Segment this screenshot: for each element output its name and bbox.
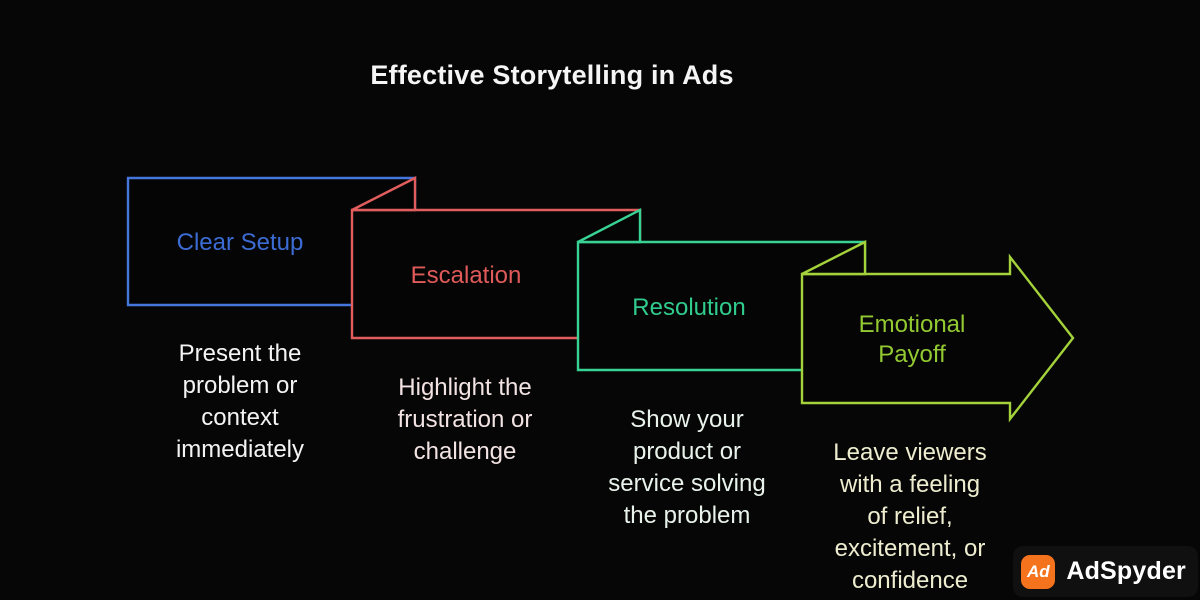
adspyder-badge-icon: Ad: [1021, 554, 1056, 589]
stage-description-resolution: Show your product or service solving the…: [608, 406, 766, 529]
stage-label-resolution: Resolution: [632, 294, 746, 321]
stage-fold-emotional-payoff: [801, 240, 867, 276]
stage-label-emotional-payoff: Emotional Payoff: [858, 311, 966, 368]
stage-fold-escalation: [351, 176, 417, 212]
stage-shape-emotional-payoff-arrow: [800, 253, 1075, 423]
stage-label-escalation: Escalation: [410, 262, 522, 289]
page-title: Effective Storytelling in Ads: [370, 60, 734, 91]
stage-label-clear-setup: Clear Setup: [176, 229, 304, 256]
adspyder-brand-text: AdSpyder: [1066, 557, 1186, 585]
stage-description-emotional-payoff: Leave viewers with a feeling of relief, …: [833, 439, 987, 594]
adspyder-logo: Ad AdSpyder: [1013, 546, 1198, 597]
stage-description-escalation: Highlight the frustration or challenge: [397, 374, 533, 465]
stage-description-clear-setup: Present the problem or context immediate…: [175, 340, 305, 463]
stage-fold-resolution: [577, 208, 642, 244]
